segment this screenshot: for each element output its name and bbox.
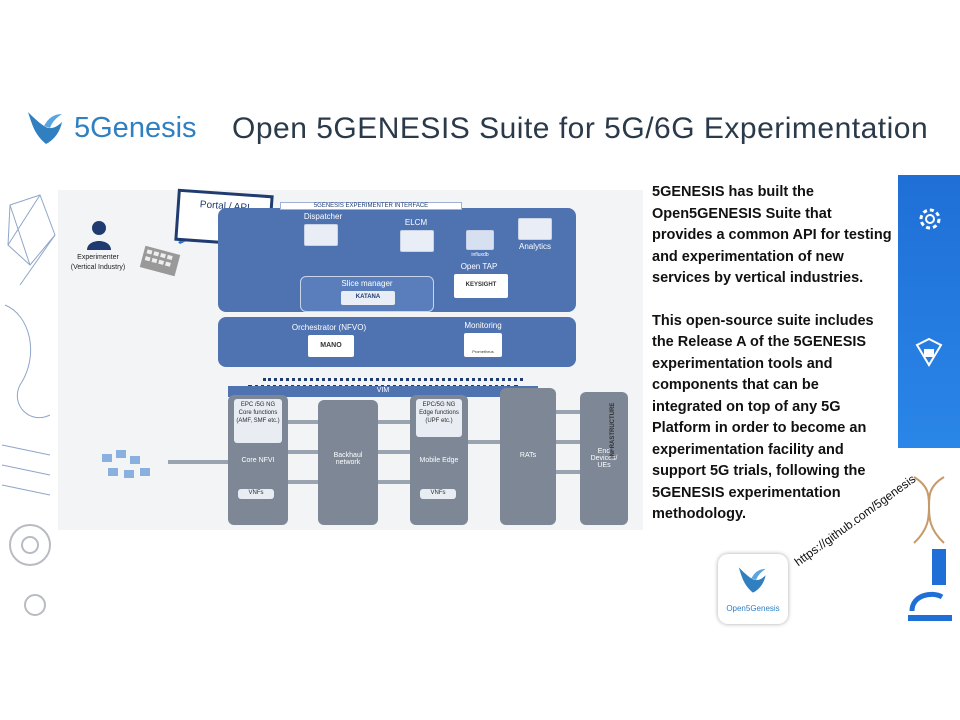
backhaul-column: Backhaul network [318,400,378,525]
mano-logo-text: MANO [320,342,342,349]
slice-manager-box: Slice manager KATANA [300,276,434,312]
katana-logo: KATANA [341,291,395,305]
vim-label: VIM [376,387,390,394]
mobile-edge-column: EPC/5G NG Edge functions (UPF etc.) Mobi… [410,395,468,525]
bird-logo-icon [738,567,766,593]
vim-bar: VIM [228,386,538,397]
edge-functions-box: EPC/5G NG Edge functions (UPF etc.) [416,399,462,437]
core-nfvi-column: EPC /5G NG Core functions (AMF, SMF etc.… [228,395,288,525]
network-link-left [168,460,228,464]
decorative-left-art [1,194,56,616]
backhaul-label: Backhaul network [333,452,363,466]
dispatcher-label: Dispatcher [303,212,343,221]
microscope-icon [908,549,952,621]
network-link-5 [378,450,410,454]
vnfs-box-1: VNFs [238,489,274,499]
bird-logo-icon [28,112,62,144]
mobile-edge-label: Mobile Edge [419,457,459,464]
brand-name: 5Genesis [74,112,197,144]
elcm-label: ELCM [404,218,428,227]
analytics-thumbnail [518,218,552,240]
lock-shield-icon [915,337,943,367]
network-link-10 [556,470,580,474]
vnfs-text-2: VNFs [430,490,446,496]
interface-label: 5GENESIS EXPERIMENTER INTERFACE [280,202,462,210]
orchestrator-label: Orchestrator (NFVO) [291,323,367,332]
cloud-servers-icon [102,450,150,478]
influx-thumbnail [466,230,494,250]
orchestrator-box: Orchestrator (NFVO) MANO Monitoring Prom… [218,317,576,367]
influx-logo-text: influxdb [471,252,489,258]
gear-icon [919,208,941,230]
end-devices-column: End Devices/ UEs [580,392,628,525]
description-text: 5GENESIS has built the Open5GENESIS Suit… [652,182,892,547]
mano-logo: MANO [308,335,354,357]
prometheus-logo-text: Prometheus [472,349,494,354]
brand-logo [22,104,70,152]
architecture-diagram: Experimenter (Vertical Industry) Portal … [58,188,643,530]
core-nfvi-label: Core NFVI [241,457,275,464]
vnfs-text-1: VNFs [248,490,264,496]
experimenter-interface-box: 5GENESIS EXPERIMENTER INTERFACE Dispatch… [218,202,576,312]
edge-functions-text: EPC/5G NG Edge functions (UPF etc.) [419,402,459,424]
dotted-connector-1 [263,378,523,381]
user-icon [87,221,111,250]
network-link-8 [556,410,580,414]
keysight-logo: KEYSIGHT [454,274,508,298]
core-functions-box: EPC /5G NG Core functions (AMF, SMF etc.… [234,399,282,443]
network-link-1 [288,420,318,424]
keysight-logo-text: KEYSIGHT [465,282,497,288]
core-functions-text: EPC /5G NG Core functions (AMF, SMF etc.… [236,402,280,424]
slice-manager-label: Slice manager [341,279,393,288]
rats-label: RATs [519,452,537,459]
prometheus-logo: Prometheus [464,333,502,357]
decorative-right-band [898,175,960,630]
keyboard-icon [139,245,181,277]
monitoring-label: Monitoring [464,321,502,330]
elcm-thumbnail [400,230,434,252]
infrastructure-label: INFRASTRUCTURE [610,402,616,458]
network-link-7 [468,440,500,444]
analytics-label: Analytics [518,242,551,251]
experimenter-label: Experimenter [77,254,119,261]
paragraph-1: 5GENESIS has built the Open5GENESIS Suit… [652,184,892,286]
end-devices-label: End Devices/ UEs [590,448,618,469]
network-link-6 [378,480,410,484]
network-link-3 [288,480,318,484]
open-tap-label: Open TAP [460,262,498,271]
experimenter-sub-label: (Vertical Industry) [70,264,126,271]
network-link-4 [378,420,410,424]
slide-title: Open 5GENESIS Suite for 5G/6G Experiment… [232,112,929,145]
dna-icon [913,476,945,544]
vnfs-box-2: VNFs [420,489,456,499]
open5genesis-logo-text: Open5Genesis [726,604,780,613]
katana-logo-text: KATANA [355,294,381,300]
rats-column: RATs [500,388,556,525]
paragraph-2: This open-source suite includes the Rele… [652,312,874,523]
dispatcher-thumbnail [304,224,338,246]
network-link-2 [288,450,318,454]
open5genesis-logo: Open5Genesis [718,554,788,624]
network-link-9 [556,440,580,444]
